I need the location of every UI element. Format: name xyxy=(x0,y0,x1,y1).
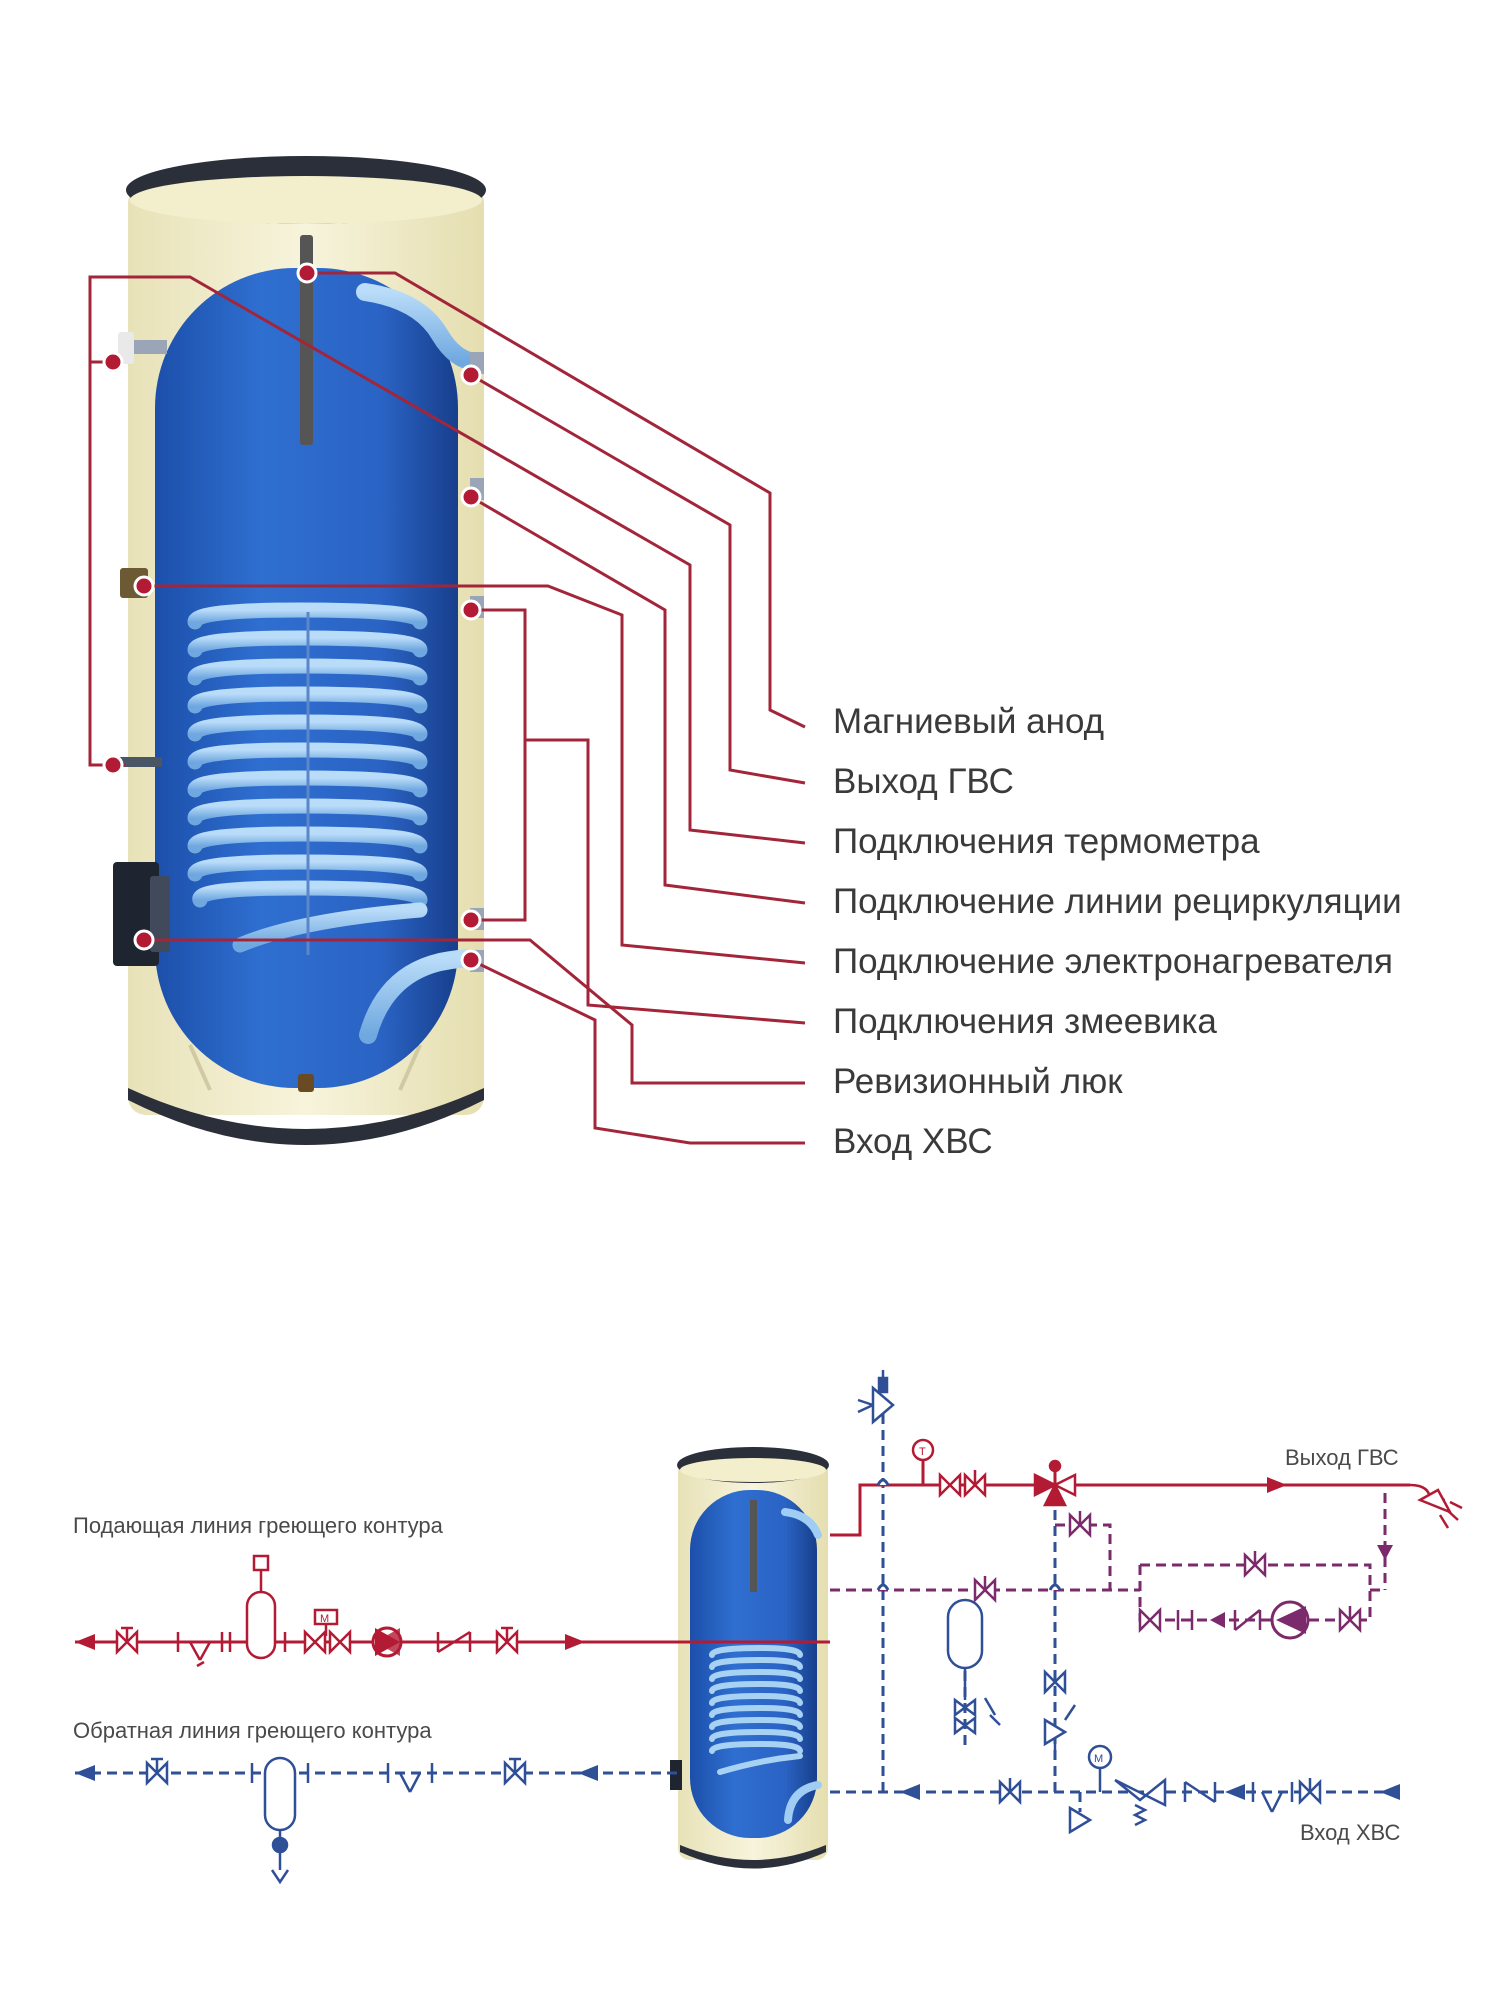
recirculation-devices xyxy=(973,1511,1362,1634)
valve-m-letter: M xyxy=(320,1613,329,1625)
label-electric-heater-connection: Подключение электронагревателя xyxy=(833,942,1393,981)
magnesium-anode xyxy=(300,235,313,445)
recirculation-pump xyxy=(1270,1600,1310,1640)
label-magnesium-anode: Магниевый анод xyxy=(833,702,1104,741)
dhw-outlet-line xyxy=(830,1460,1410,1537)
cold-water-line xyxy=(830,1400,1405,1812)
heat-exchanger-coil xyxy=(187,597,486,953)
label-supply-line: Подающая линия греющего контура xyxy=(73,1513,444,1538)
gauge-letter: M xyxy=(1094,1753,1103,1765)
leader-dots xyxy=(102,262,482,971)
label-dhw-outlet-schematic: Выход ГВС xyxy=(1285,1445,1399,1470)
return-line-valves xyxy=(145,1756,527,1885)
label-cold-water-inlet: Вход ХВС xyxy=(833,1122,993,1161)
leader-lines xyxy=(88,271,806,1145)
schematic-tank xyxy=(670,1447,829,1869)
label-coil-connections: Подключения змеевика xyxy=(833,1002,1217,1041)
label-return-line: Обратная линия греющего контура xyxy=(73,1718,432,1743)
label-thermometer-connections: Подключения термометра xyxy=(833,822,1260,861)
recirculation-line xyxy=(830,1493,1387,1622)
dhw-outlet-devices xyxy=(911,1438,1463,1529)
piping-schematic: M Подающая линия греющего контура xyxy=(73,1370,1463,1885)
component-labels: Магниевый анод Выход ГВС Подключения тер… xyxy=(833,702,1402,1161)
tank-bottom-cap xyxy=(128,1088,484,1145)
cold-water-devices xyxy=(857,1370,1322,1835)
supply-pump xyxy=(371,1626,403,1658)
tank-illustration xyxy=(113,156,486,1145)
thermometer-letter: T xyxy=(919,1446,926,1458)
label-cold-water-inlet-schematic: Вход ХВС xyxy=(1300,1820,1400,1845)
label-inspection-hatch: Ревизионный люк xyxy=(833,1062,1123,1101)
supply-line-valves xyxy=(115,1554,519,1668)
label-recirculation-connection: Подключение линии рециркуляции xyxy=(833,882,1402,921)
label-dhw-outlet: Выход ГВС xyxy=(833,762,1014,801)
